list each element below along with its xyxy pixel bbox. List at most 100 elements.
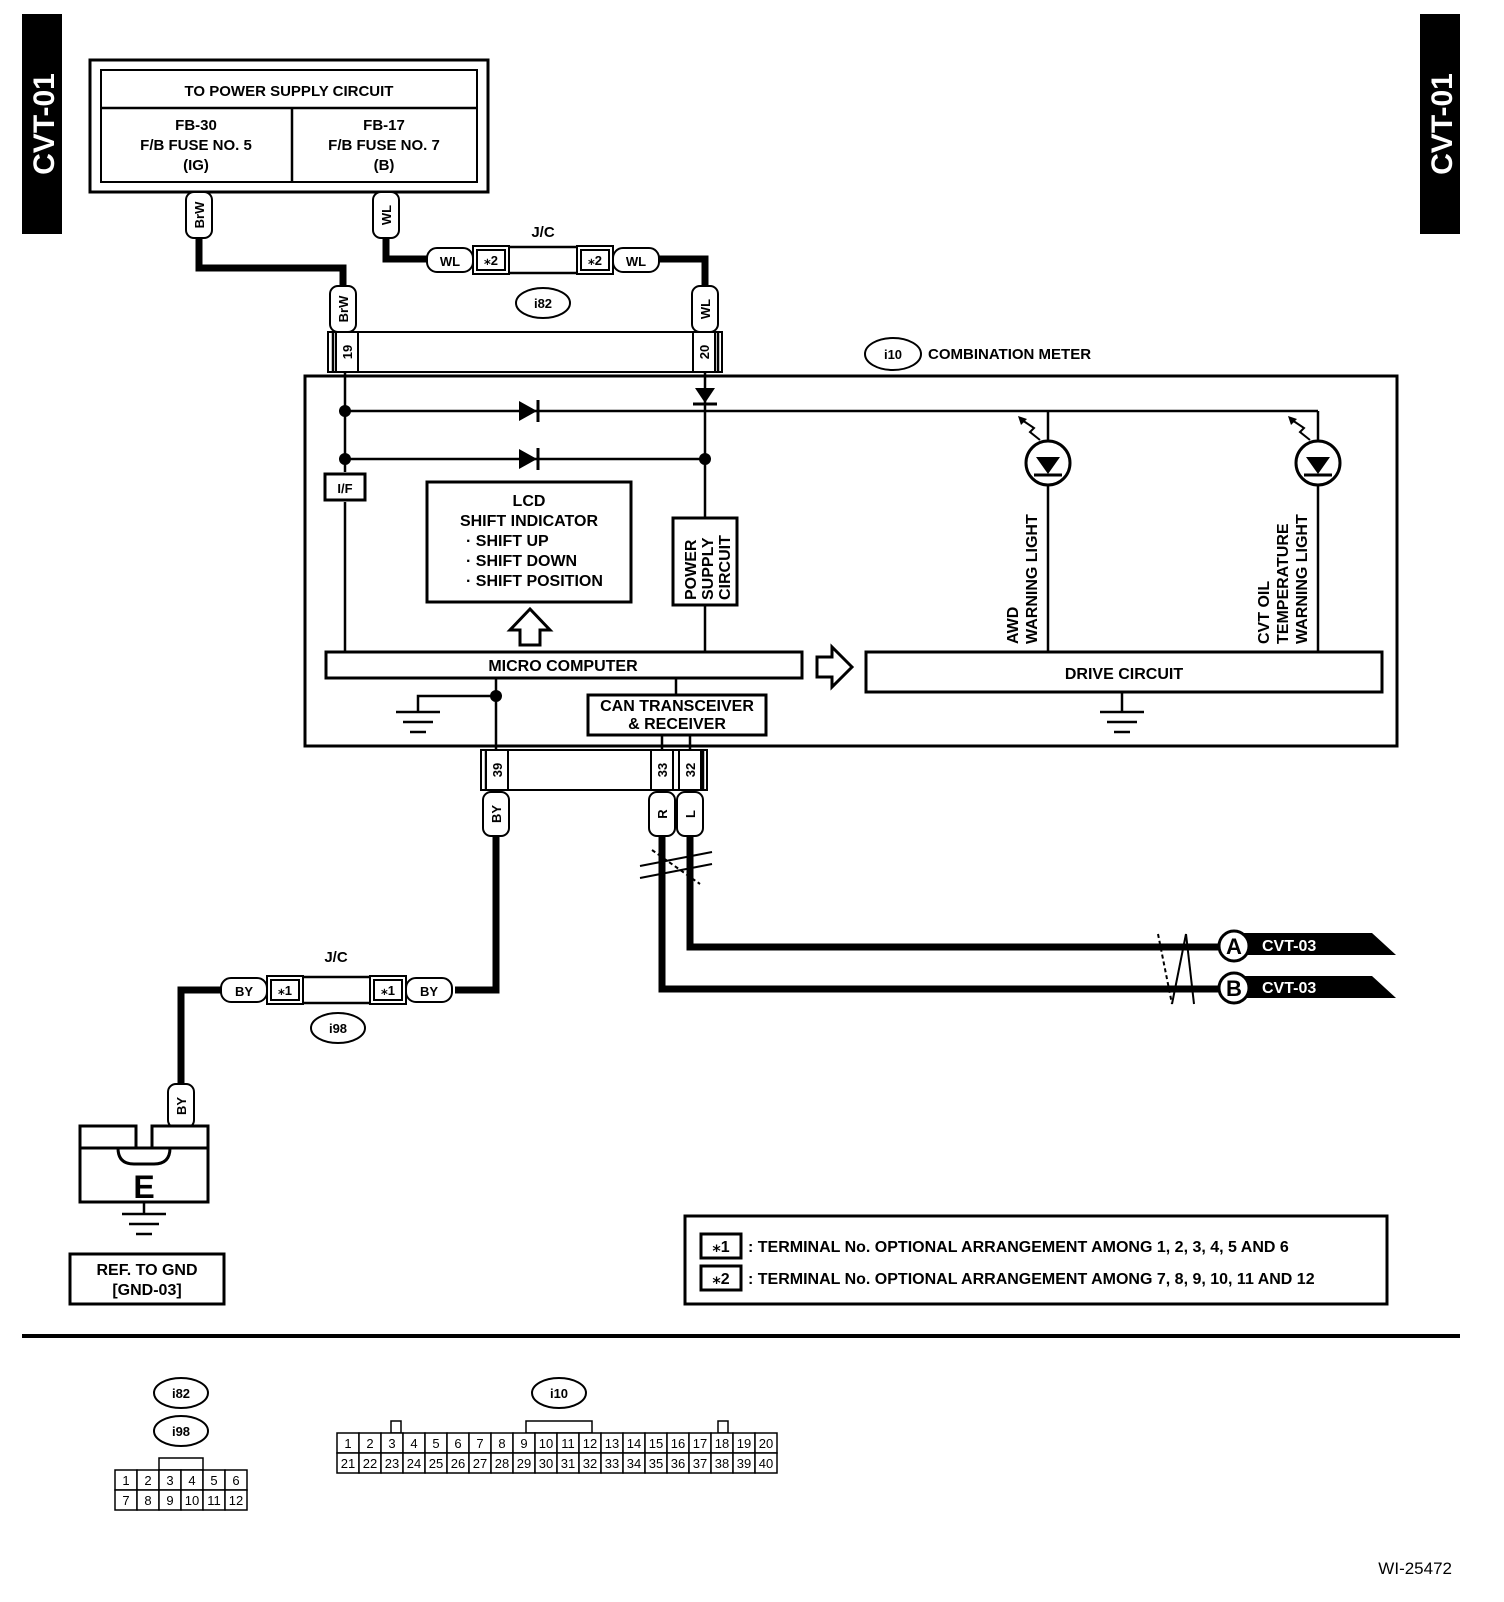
large-connector-pin-number: 7 xyxy=(476,1436,483,1451)
micro-computer-label: MICRO COMPUTER xyxy=(488,658,638,675)
svg-text:R: R xyxy=(655,809,670,819)
large-connector-pin-number: 21 xyxy=(341,1456,355,1471)
right-arrow-icon xyxy=(815,643,855,691)
cvt-oil-warning-led-icon xyxy=(1288,416,1342,487)
large-connector-pin-number: 15 xyxy=(649,1436,663,1451)
link-marker-b[interactable]: B CVT-03 xyxy=(1217,971,1396,1005)
jc-top-label: J/C xyxy=(531,224,555,241)
large-connector-pin-number: 30 xyxy=(539,1456,553,1471)
svg-text:CIRCUIT: CIRCUIT xyxy=(717,535,734,600)
svg-text:BrW: BrW xyxy=(336,295,351,322)
ground-letter: E xyxy=(133,1169,154,1205)
junction-connector-top: J/C WL ⁎2 ⁎2 WL i82 xyxy=(426,224,660,319)
small-connector-pin-number: 10 xyxy=(185,1493,199,1508)
fuse-right-line3: (B) xyxy=(374,157,395,174)
svg-text:⁎1: ⁎1 xyxy=(712,1239,729,1256)
wire-label-wl-top: WL xyxy=(372,191,400,239)
wire-label-l: L xyxy=(676,791,704,837)
link-marker-a[interactable]: A CVT-03 xyxy=(1217,929,1396,963)
large-connector-pin-number: 8 xyxy=(498,1436,505,1451)
svg-text:WL: WL xyxy=(440,254,460,269)
large-connector-pin-cell xyxy=(754,1452,778,1474)
svg-text:WL: WL xyxy=(379,205,394,225)
large-connector-pin-number: 17 xyxy=(693,1436,707,1451)
svg-text:20: 20 xyxy=(697,345,712,359)
ground-terminal-e: E xyxy=(78,1124,210,1236)
svg-text:⁎2: ⁎2 xyxy=(484,253,498,268)
wire-l-can xyxy=(686,836,1218,951)
svg-text:A: A xyxy=(1226,934,1242,959)
link-a-target: CVT-03 xyxy=(1262,938,1316,955)
ground-ref-box xyxy=(68,1252,226,1306)
svg-text:WL: WL xyxy=(626,254,646,269)
wire-r-can xyxy=(658,836,1218,993)
cvt-light-line1: CVT OIL xyxy=(1256,581,1273,644)
large-connector-pin-number: 6 xyxy=(454,1436,461,1451)
large-connector-pin-number: 14 xyxy=(627,1436,641,1451)
small-connector-pin-number: 9 xyxy=(166,1493,173,1508)
wire-label-r: R xyxy=(648,791,676,837)
large-connector-pin-number: 5 xyxy=(432,1436,439,1451)
small-connector-pin-number: 11 xyxy=(207,1493,221,1508)
svg-text:BrW: BrW xyxy=(192,201,207,228)
meter-connector-top: 19 20 xyxy=(327,331,723,373)
ground-ref-line2: [GND-03] xyxy=(112,1282,181,1299)
small-connector-pin-number: 8 xyxy=(144,1493,151,1508)
can-line2: & RECEIVER xyxy=(628,716,726,733)
svg-text:39: 39 xyxy=(490,763,505,777)
interface-box xyxy=(323,472,367,502)
connector-view-large-label: i10 xyxy=(550,1386,568,1401)
large-connector-pin-number: 31 xyxy=(561,1456,575,1471)
wire-by-ground xyxy=(177,986,231,1090)
meter-title: COMBINATION METER xyxy=(928,346,1091,363)
power-supply-circuit-box: POWER SUPPLY CIRCUIT xyxy=(671,516,739,607)
wire-by-meter xyxy=(455,836,500,994)
can-transceiver-box xyxy=(586,693,768,737)
large-connector-pin-number: 23 xyxy=(385,1456,399,1471)
small-connector-pin-number: 4 xyxy=(188,1473,195,1488)
svg-text:L: L xyxy=(683,810,698,818)
large-connector-pin-number: 2 xyxy=(366,1436,373,1451)
svg-text:BY: BY xyxy=(489,805,504,823)
large-connector-pin-number: 37 xyxy=(693,1456,707,1471)
svg-text:33: 33 xyxy=(655,763,670,777)
svg-text:19: 19 xyxy=(340,345,355,359)
jc-top-connector: i82 xyxy=(534,296,552,311)
wire-label-wl-meter: WL xyxy=(691,285,719,333)
svg-text:⁎1: ⁎1 xyxy=(381,983,395,998)
jc-bottom-connector: i98 xyxy=(329,1021,347,1036)
awd-light-line2: WARNING LIGHT xyxy=(1024,514,1041,644)
tab-right: CVT-01 xyxy=(1420,14,1460,234)
large-connector-pin-number: 11 xyxy=(561,1436,575,1451)
svg-text:32: 32 xyxy=(683,763,698,777)
micro-computer-bar xyxy=(324,650,804,680)
wire-label-by-ground: BY xyxy=(167,1083,195,1129)
svg-text:BY: BY xyxy=(174,1097,189,1115)
large-connector-pin-number: 27 xyxy=(473,1456,487,1471)
tab-left-label: CVT-01 xyxy=(28,73,61,175)
small-connector-pin-cell xyxy=(224,1489,248,1511)
large-connector-pin-number: 3 xyxy=(388,1436,395,1451)
large-connector-pin-number: 38 xyxy=(715,1456,729,1471)
small-connector-pin-number: 5 xyxy=(210,1473,217,1488)
wire-label-by-meter: BY xyxy=(482,791,510,837)
svg-text:POWER: POWER xyxy=(683,539,700,600)
twisted-pair-mark-top xyxy=(639,849,713,885)
tab-right-label: CVT-01 xyxy=(1426,73,1459,175)
can-line1: CAN TRANSCEIVER xyxy=(600,698,754,715)
svg-text:⁎2: ⁎2 xyxy=(588,253,602,268)
wire-brw xyxy=(195,215,347,300)
large-connector-pin-number: 26 xyxy=(451,1456,465,1471)
connector-view-small-label-2: i98 xyxy=(172,1424,190,1439)
power-supply-header: TO POWER SUPPLY CIRCUIT xyxy=(185,83,394,100)
fuse-left-line3: (IG) xyxy=(183,157,209,174)
small-connector-pin-number: 7 xyxy=(122,1493,129,1508)
figure-id: WI-25472 xyxy=(1378,1559,1452,1578)
large-connector-pin-number: 9 xyxy=(520,1436,527,1451)
lcd-item-shift-position: · SHIFT POSITION xyxy=(466,573,603,590)
large-connector-pin-number: 25 xyxy=(429,1456,443,1471)
wire-label-brw-meter: BrW xyxy=(329,285,357,333)
link-b-target: CVT-03 xyxy=(1262,980,1316,997)
